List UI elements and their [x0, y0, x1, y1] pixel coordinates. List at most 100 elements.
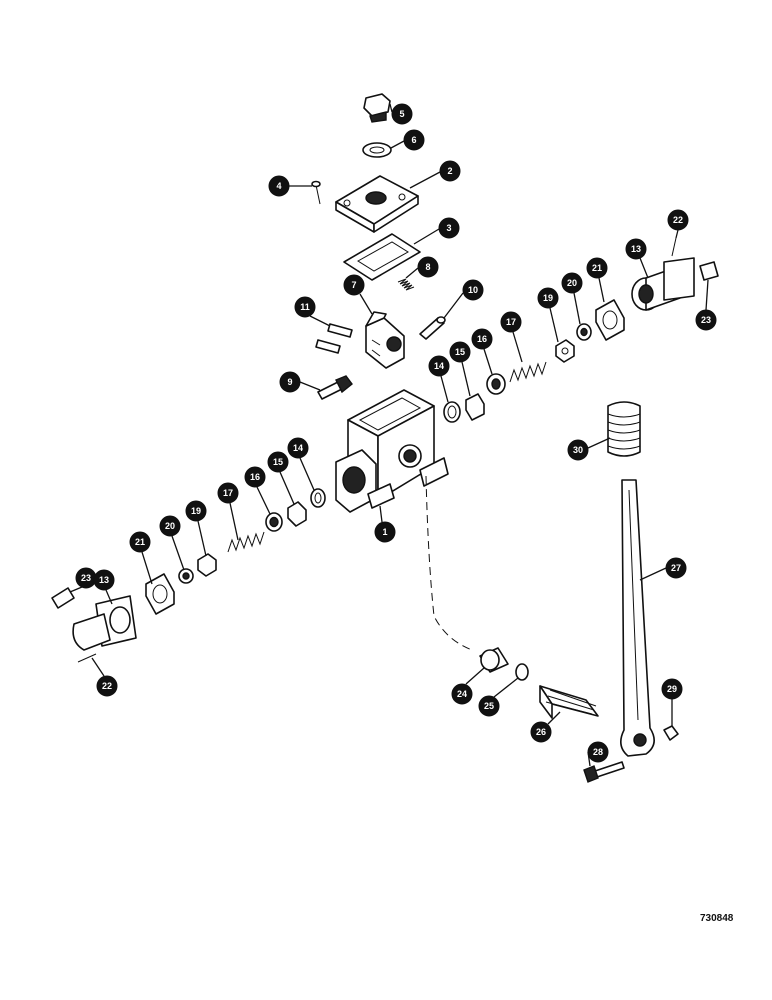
spring-part-17-left — [227, 531, 265, 553]
washer-part-6 — [362, 142, 392, 158]
boot-part-30 — [607, 401, 641, 457]
main-housing-part-1 — [335, 389, 449, 513]
callout-c22a: 22 — [667, 209, 689, 231]
callout-c14a: 14 — [428, 355, 450, 377]
callout-label: 20 — [567, 278, 577, 288]
callout-label: 3 — [446, 223, 451, 233]
callout-label: 23 — [701, 315, 711, 325]
callout-bubble — [417, 256, 439, 278]
callout-label: 15 — [455, 347, 465, 357]
callout-c24: 24 — [451, 683, 473, 705]
spacer-part-15-right — [465, 393, 485, 421]
callout-bubble — [561, 272, 583, 294]
leader-lines — [69, 103, 709, 767]
callout-c21a: 21 — [586, 257, 608, 279]
callout-label: 2 — [447, 166, 452, 176]
callout-c13a: 13 — [625, 238, 647, 260]
callout-c17a: 17 — [500, 311, 522, 333]
callout-c20b: 20 — [159, 515, 181, 537]
callout-bubble — [374, 521, 396, 543]
callout-bubble — [279, 371, 301, 393]
spacer-part-15-left — [287, 501, 307, 527]
callout-label: 13 — [631, 244, 641, 254]
screw-part-22-right — [671, 237, 677, 257]
callout-c25: 25 — [478, 695, 500, 717]
bushing-part-24 — [479, 647, 509, 673]
callout-label: 25 — [484, 701, 494, 711]
callout-c9: 9 — [279, 371, 301, 393]
splined-shaft-part-26 — [539, 685, 599, 719]
snap-ring-part-14-right — [443, 401, 461, 423]
nut-part-19-right — [555, 339, 575, 363]
nut-part-19-left — [197, 553, 217, 577]
callout-label: 16 — [477, 334, 487, 344]
gasket-part-3 — [343, 233, 421, 281]
callout-label: 28 — [593, 747, 603, 757]
callout-label: 8 — [425, 262, 430, 272]
nut-part-29 — [663, 725, 679, 741]
callout-label: 14 — [434, 361, 444, 371]
snap-ring-part-14-left — [310, 488, 326, 508]
gasket-part-21-right — [595, 299, 625, 341]
callout-bubble — [462, 279, 484, 301]
callout-bubble — [268, 175, 290, 197]
screw-part-22-left — [77, 653, 97, 663]
end-cap-part-13-left — [72, 595, 137, 651]
callout-c6: 6 — [403, 129, 425, 151]
bolt-part-28 — [583, 761, 625, 783]
callout-bubble — [500, 311, 522, 333]
callout-bubble — [343, 274, 365, 296]
callout-c4: 4 — [268, 175, 290, 197]
callout-label: 21 — [135, 537, 145, 547]
callout-c7: 7 — [343, 274, 365, 296]
callout-c19a: 19 — [537, 287, 559, 309]
callout-bubble — [478, 695, 500, 717]
figure-code: 730848 — [700, 913, 734, 924]
callout-label: 17 — [223, 488, 233, 498]
callout-bubble — [185, 500, 207, 522]
plug-part-5 — [363, 93, 391, 123]
callout-label: 19 — [543, 293, 553, 303]
callout-label: 22 — [102, 681, 112, 691]
ring-part-25 — [515, 663, 529, 681]
callout-bubble — [287, 437, 309, 459]
callout-c1: 1 — [374, 521, 396, 543]
fitting-part-23-left — [51, 587, 75, 609]
callout-c5: 5 — [391, 103, 413, 125]
callout-c23a: 23 — [695, 309, 717, 331]
callout-c30: 30 — [567, 439, 589, 461]
callout-label: 27 — [671, 563, 681, 573]
callout-bubble — [665, 557, 687, 579]
callout-bubble — [439, 160, 461, 182]
callout-bubble — [537, 287, 559, 309]
callout-c26: 26 — [530, 721, 552, 743]
callout-c8: 8 — [417, 256, 439, 278]
callout-bubble — [587, 741, 609, 763]
callout-label: 24 — [457, 689, 467, 699]
callout-label: 1 — [382, 527, 387, 537]
callout-c20a: 20 — [561, 272, 583, 294]
callout-c15b: 15 — [267, 451, 289, 473]
pin-part-10 — [419, 316, 446, 340]
callout-c21b: 21 — [129, 531, 151, 553]
callout-bubble — [661, 678, 683, 700]
gasket-part-21-left — [145, 573, 175, 615]
spring-part-8 — [397, 278, 415, 291]
callout-bubble — [695, 309, 717, 331]
callout-label: 26 — [536, 727, 546, 737]
callout-c16a: 16 — [471, 328, 493, 350]
callout-c10: 10 — [462, 279, 484, 301]
callout-bubble — [93, 569, 115, 591]
callout-label: 9 — [287, 377, 292, 387]
callout-label: 14 — [293, 443, 303, 453]
bolt-part-9 — [317, 375, 353, 400]
callout-label: 6 — [411, 135, 416, 145]
washer-part-20-left — [178, 568, 194, 584]
callout-c27: 27 — [665, 557, 687, 579]
callout-label: 30 — [573, 445, 583, 455]
dash-connector-line — [425, 475, 473, 651]
callout-c23b: 23 — [75, 567, 97, 589]
callout-c16b: 16 — [244, 466, 266, 488]
callout-c19b: 19 — [185, 500, 207, 522]
pins-part-11 — [315, 323, 353, 354]
